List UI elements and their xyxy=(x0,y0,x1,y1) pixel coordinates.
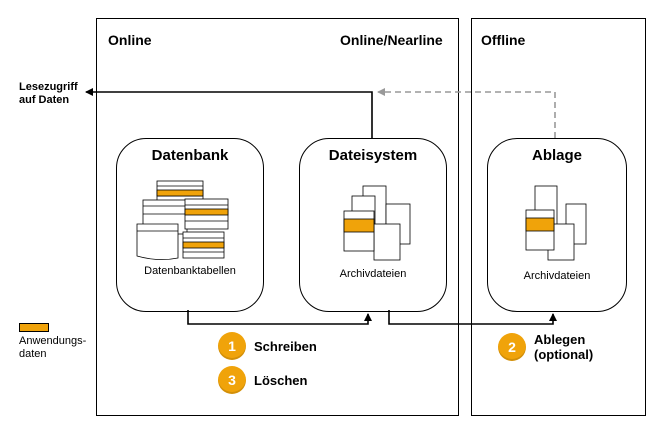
filesystem-title: Dateisystem xyxy=(328,147,418,164)
legend-line2: daten xyxy=(19,348,47,360)
storage-title: Ablage xyxy=(531,147,582,164)
step-store-label: Ablegen (optional) xyxy=(534,332,593,362)
offline-read-arrow xyxy=(377,88,556,138)
store-arrow xyxy=(388,310,557,325)
online-zone-label: Online xyxy=(108,32,152,48)
step-write-label: Schreiben xyxy=(254,338,317,354)
read-access-arrow xyxy=(85,88,373,138)
step-store-label-line2: (optional) xyxy=(534,347,594,362)
online-nearline-zone-label: Online/Nearline xyxy=(340,32,443,48)
step-write: 1 Schreiben xyxy=(218,332,317,360)
legend-swatch xyxy=(19,323,49,332)
legend-label: Anwendungs- daten xyxy=(19,335,86,361)
step-delete: 3 Löschen xyxy=(218,366,307,394)
step-store-label-line1: Ablegen xyxy=(534,332,586,347)
read-access-label: Lesezugriff auf Daten xyxy=(19,81,78,107)
step-delete-label: Löschen xyxy=(254,372,308,388)
step-delete-badge: 3 xyxy=(218,366,246,394)
filesystem-caption: Archivdateien xyxy=(339,268,407,280)
step-write-badge: 1 xyxy=(218,332,246,360)
database-title: Datenbank xyxy=(151,147,229,164)
write-arrow xyxy=(187,310,372,325)
legend-line1: Anwendungs- xyxy=(19,335,87,347)
storage-caption: Archivdateien xyxy=(523,270,591,282)
step-store: 2 Ablegen (optional) xyxy=(498,332,593,362)
read-access-line2: auf Daten xyxy=(19,94,70,106)
database-tables-icon xyxy=(136,180,229,260)
read-access-line1: Lesezugriff xyxy=(19,81,78,93)
step-store-badge: 2 xyxy=(498,333,526,361)
offline-zone-label: Offline xyxy=(481,32,526,48)
storage-archive-files-icon xyxy=(525,185,587,261)
database-caption: Datenbanktabellen xyxy=(144,265,236,277)
archive-files-icon xyxy=(343,185,411,261)
